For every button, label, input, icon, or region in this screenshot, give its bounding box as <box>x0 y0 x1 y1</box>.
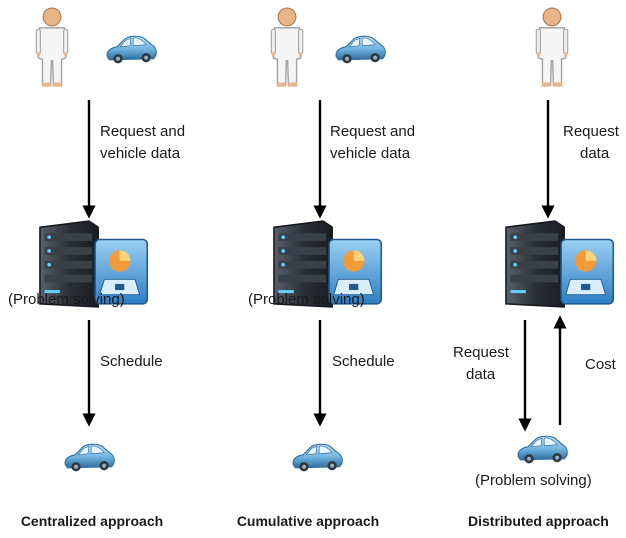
request-label-line2: data <box>580 145 610 162</box>
request-arrow <box>82 100 96 427</box>
left-label-line2: data <box>466 366 496 383</box>
car-icon <box>64 443 115 472</box>
request-label-line2: vehicle data <box>330 145 411 162</box>
request-label-line2: vehicle data <box>100 145 181 162</box>
server-icon <box>505 220 615 308</box>
request-label-line1: Request <box>563 123 619 140</box>
schedule-label: Schedule <box>332 353 395 370</box>
arrows <box>518 100 567 432</box>
left-label-line1: Request <box>453 344 509 361</box>
car-icon <box>292 443 343 472</box>
request-arrow <box>313 100 327 427</box>
car-label: (Problem solving) <box>475 472 592 489</box>
distributed-column: Request data Request data Cost (Problem … <box>420 0 626 538</box>
approach-title: Centralized approach <box>20 513 164 529</box>
car-icon <box>517 435 568 464</box>
cost-label: Cost <box>585 356 616 373</box>
request-label-line1: Request and <box>330 123 416 140</box>
approach-title: Distributed approach <box>468 513 609 529</box>
centralized-column: Request and vehicle data (Problem solvin… <box>0 0 210 538</box>
cumulative-column: Request and vehicle data (Problem solvin… <box>210 0 420 538</box>
server-label: (Problem solving) <box>248 291 365 308</box>
schedule-label: Schedule <box>100 353 163 370</box>
server-label: (Problem solving) <box>8 291 125 308</box>
request-label-line1: Request and <box>100 123 186 140</box>
approach-title: Cumulative approach <box>236 513 380 529</box>
